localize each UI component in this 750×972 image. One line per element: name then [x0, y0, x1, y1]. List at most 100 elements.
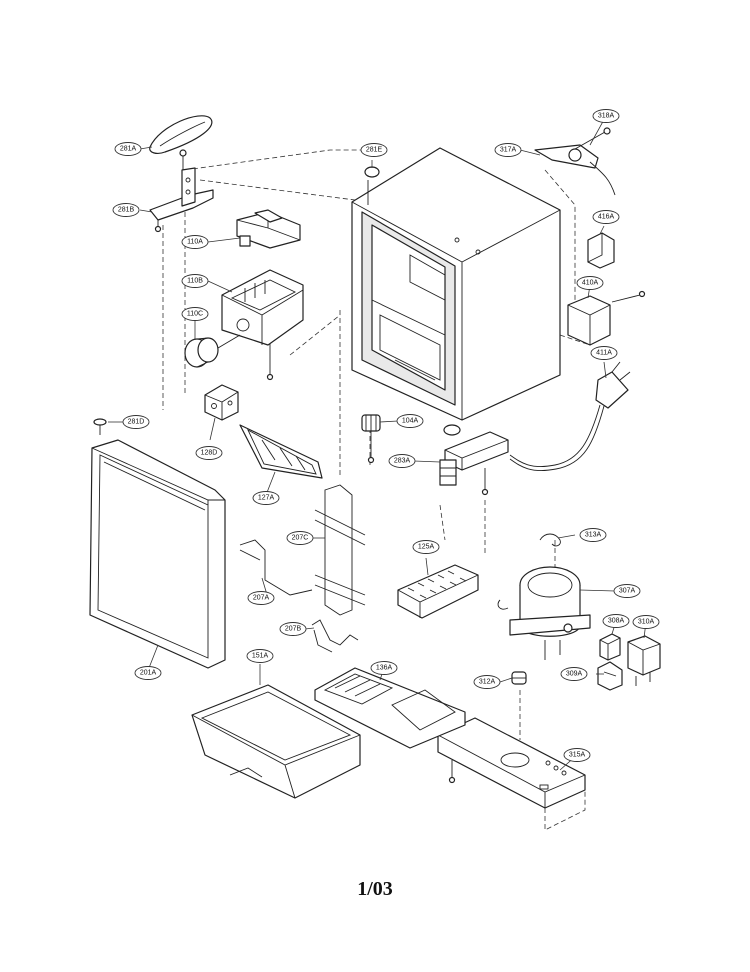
callout-oval: [576, 276, 604, 290]
callout-label: 110C: [187, 311, 203, 318]
callout-oval: [602, 614, 630, 628]
callout-oval: [181, 235, 209, 249]
callout-oval: [412, 540, 440, 554]
callout-label: 281D: [128, 419, 145, 426]
callout-label: 312A: [479, 679, 496, 686]
callout-oval: [246, 649, 274, 663]
callout-oval: [563, 748, 591, 762]
callout-oval: [279, 622, 307, 636]
callout-310a: 310A: [632, 615, 660, 629]
callout-283a: 283A: [388, 454, 416, 468]
lower-hinge-bracket-part: [439, 424, 509, 496]
callout-label: 128D: [201, 450, 218, 457]
hinge-cover-part: [149, 115, 213, 154]
callout-label: 410A: [582, 280, 599, 287]
wire-shelf-a-part: [239, 539, 313, 596]
overload-sensor-part: [534, 127, 616, 196]
ice-tray-part: [397, 564, 479, 619]
callout-label: 207B: [285, 626, 302, 633]
callout-110a: 110A: [181, 235, 209, 249]
drip-tray-part: [314, 667, 466, 749]
callout-307a: 307A: [613, 584, 641, 598]
callout-label: 310A: [638, 619, 655, 626]
callout-oval: [579, 528, 607, 542]
callout-oval: [592, 210, 620, 224]
callout-oval: [181, 307, 209, 321]
callout-oval: [473, 675, 501, 689]
callout-411a: 411A: [590, 346, 618, 360]
callout-318a: 318A: [592, 109, 620, 123]
cabinet-body-part: [351, 147, 561, 421]
compressor-part: [497, 566, 591, 660]
callout-label: 411A: [596, 350, 612, 357]
callout-oval: [247, 591, 275, 605]
callout-oval: [592, 109, 620, 123]
callout-oval: [122, 415, 150, 429]
retaining-clip-part: [539, 533, 561, 547]
callout-125a: 125A: [412, 540, 440, 554]
callout-label: 281B: [118, 207, 135, 214]
callout-label: 127A: [258, 495, 275, 502]
thermostat-part: [236, 209, 301, 249]
callout-207b: 207B: [279, 622, 307, 636]
callout-oval: [114, 142, 142, 156]
callout-label: 318A: [598, 113, 615, 120]
callout-oval: [560, 667, 588, 681]
callout-317a: 317A: [494, 143, 522, 157]
callout-309a: 309A: [560, 667, 588, 681]
terminal-box-part: [567, 290, 646, 346]
callout-label: 309A: [566, 671, 583, 678]
start-relay-part: [599, 633, 621, 661]
lamp-socket-part: [204, 384, 239, 421]
callout-410a: 410A: [576, 276, 604, 290]
lamp-cover-part: [239, 424, 323, 479]
callout-label: 317A: [500, 147, 517, 154]
callout-oval: [396, 414, 424, 428]
callout-281e: 281E: [360, 143, 388, 157]
callout-oval: [195, 446, 223, 460]
callout-label: 313A: [585, 532, 602, 539]
callout-label: 307A: [619, 588, 636, 595]
callout-label: 281E: [366, 147, 383, 154]
callout-281a: 281A: [114, 142, 142, 156]
callout-207c: 207C: [286, 531, 314, 545]
hinge-bracket-part: [149, 149, 214, 233]
callout-201a: 201A: [134, 666, 162, 680]
callout-281b: 281B: [112, 203, 140, 217]
callout-label: 110A: [187, 239, 203, 246]
callout-oval: [613, 584, 641, 598]
callout-label: 207C: [292, 535, 309, 542]
callout-104a: 104A: [396, 414, 424, 428]
callout-label: 125A: [418, 544, 435, 551]
callout-315a: 315A: [563, 748, 591, 762]
callout-128d: 128D: [195, 446, 223, 460]
callout-136a: 136A: [370, 661, 398, 675]
callout-110c: 110C: [181, 307, 209, 321]
callout-oval: [494, 143, 522, 157]
overload-protector-part: [627, 635, 661, 686]
power-cord-part: [509, 361, 631, 471]
callout-label: 207A: [253, 595, 270, 602]
callout-oval: [370, 661, 398, 675]
callout-oval: [134, 666, 162, 680]
leveling-leg-part: [361, 414, 381, 464]
callout-oval: [388, 454, 416, 468]
door-part: [89, 439, 226, 669]
callout-207a: 207A: [247, 591, 275, 605]
callout-127a: 127A: [252, 491, 280, 505]
callout-308a: 308A: [602, 614, 630, 628]
callout-label: 201A: [140, 670, 157, 677]
terminal-cover-part: [587, 232, 615, 269]
callout-labels: 281A281B281E110A110B110C318A317A416A410A…: [112, 109, 660, 762]
callout-label: 136A: [376, 665, 393, 672]
callout-label: 283A: [394, 458, 411, 465]
callout-label: 151A: [252, 653, 269, 660]
callout-313a: 313A: [579, 528, 607, 542]
crisper-bin-part: [191, 684, 361, 799]
callout-label: 104A: [402, 418, 419, 425]
grommet-part: [511, 671, 527, 685]
page-number: 1/03: [357, 878, 393, 900]
callout-oval: [181, 274, 209, 288]
base-plate-part: [437, 717, 586, 831]
